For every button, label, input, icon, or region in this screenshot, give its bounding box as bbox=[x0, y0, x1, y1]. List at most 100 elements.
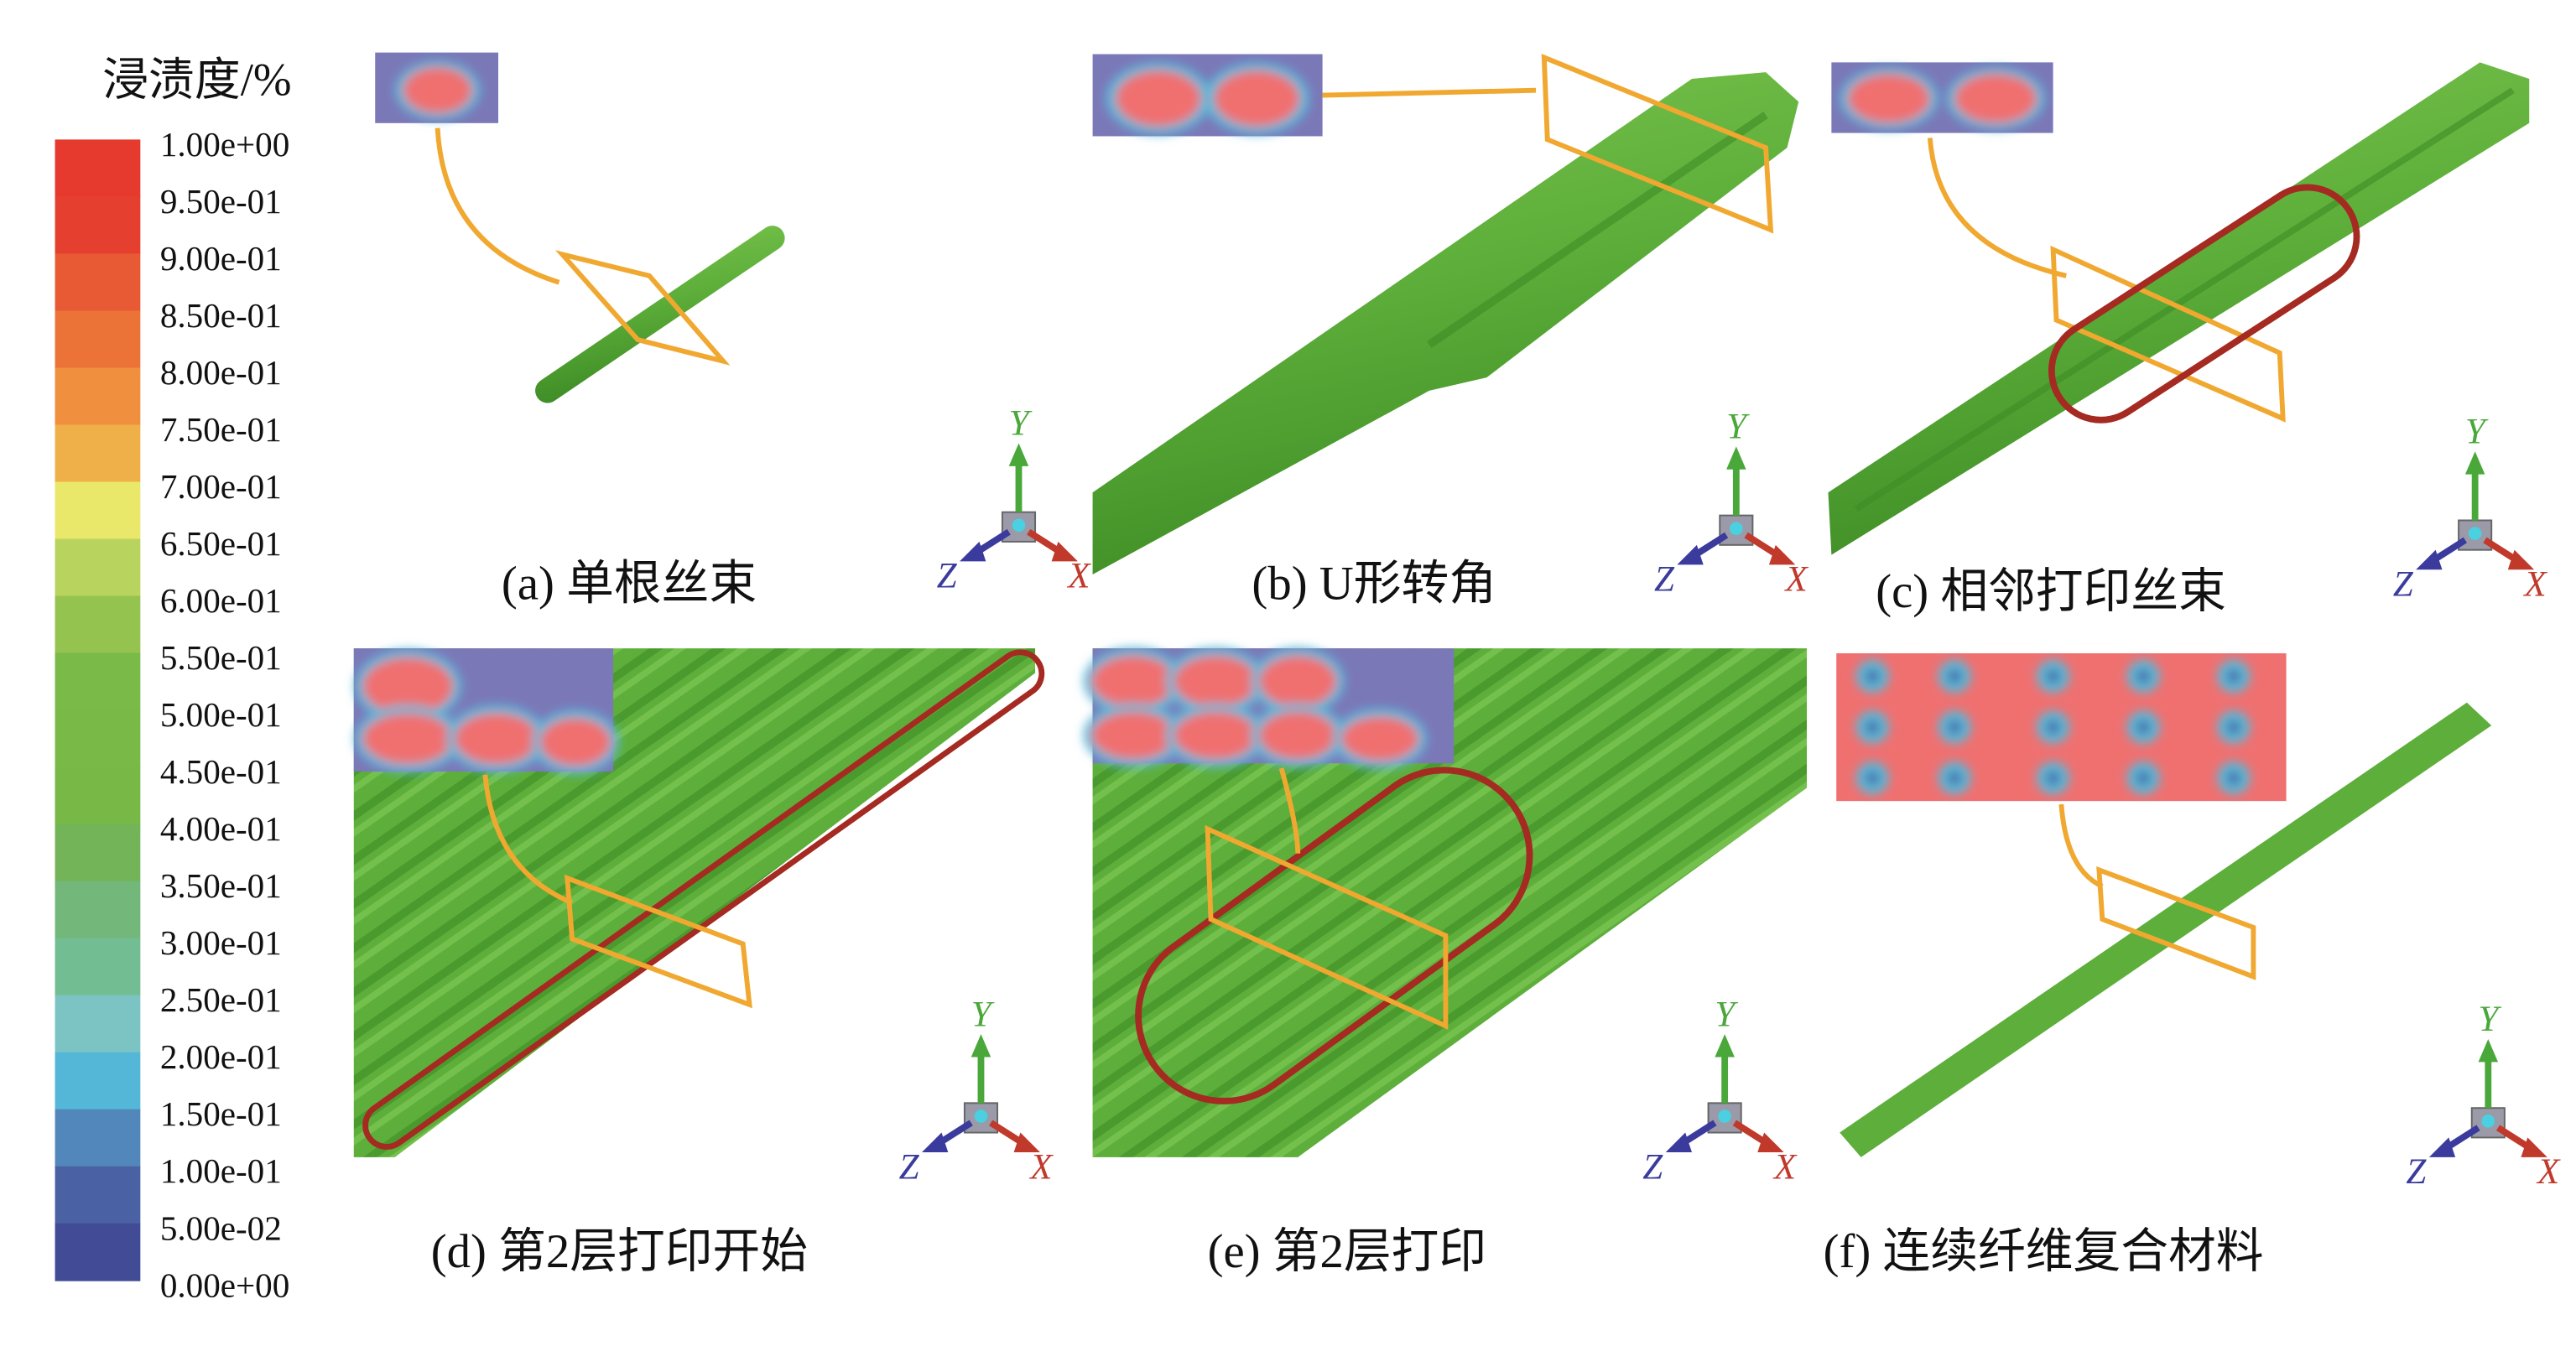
fiber-u-turn bbox=[1092, 72, 1799, 575]
colorbar-band bbox=[55, 995, 141, 1053]
z-axis-label: Z bbox=[937, 557, 958, 596]
colorbar-tick-label: 0.00e+00 bbox=[160, 1265, 289, 1304]
colorbar-tick-label: 4.50e-01 bbox=[160, 752, 282, 791]
y-axis-label: Y bbox=[1009, 404, 1033, 444]
y-axis-label: Y bbox=[2465, 412, 2489, 451]
fiber-tow bbox=[535, 226, 785, 403]
colorbar-band bbox=[55, 767, 141, 825]
x-axis-label: X bbox=[2536, 1152, 2561, 1192]
axis-triad: Y X Z bbox=[899, 995, 1054, 1187]
colorbar-tick-label: 3.50e-01 bbox=[160, 866, 282, 905]
axis-triad: Y X Z bbox=[1642, 995, 1798, 1187]
x-axis-label: X bbox=[1772, 1147, 1798, 1187]
highlight-outline bbox=[362, 649, 1045, 1150]
highlight-outline bbox=[1135, 767, 1533, 1104]
colorbar-band bbox=[55, 253, 141, 312]
colorbar-ticks: 1.00e+00 9.50e-01 9.00e-01 8.50e-01 8.00e-01… bbox=[160, 125, 289, 1304]
legend-title: 浸渍度/% bbox=[102, 55, 291, 106]
panel-a: (a) 单根丝束 bbox=[375, 52, 785, 610]
arrow bbox=[1322, 87, 1537, 98]
arrow bbox=[1927, 138, 2067, 278]
panel-d: (d) 第2层打印开始 bbox=[353, 648, 1045, 1278]
arrow bbox=[435, 127, 560, 285]
y-axis-label: Y bbox=[1715, 995, 1738, 1034]
colorbar-tick-label: 9.50e-01 bbox=[160, 182, 282, 221]
z-axis-label: Z bbox=[2393, 565, 2414, 605]
second-layer bbox=[1092, 648, 1808, 1157]
colorbar-tick-label: 1.50e-01 bbox=[160, 1094, 282, 1133]
arrow bbox=[1278, 767, 1301, 854]
x-axis-label: X bbox=[1028, 1147, 1054, 1187]
x-axis-label: X bbox=[1066, 557, 1091, 596]
panel-label: (d) 第2层打印开始 bbox=[431, 1225, 808, 1278]
axis-triad: Y X Z bbox=[937, 404, 1092, 596]
colorbar-band bbox=[55, 1223, 141, 1281]
cross-section-inset bbox=[1092, 54, 1323, 137]
colorbar-band bbox=[55, 1109, 141, 1167]
colorbar bbox=[55, 139, 141, 1281]
colorbar-band bbox=[55, 881, 141, 939]
colorbar-tick-label: 8.50e-01 bbox=[160, 296, 282, 335]
colorbar-tick-label: 7.50e-01 bbox=[160, 410, 282, 449]
panel-label: (e) 第2层打印 bbox=[1208, 1225, 1487, 1278]
colorbar-tick-label: 9.00e-01 bbox=[160, 239, 282, 278]
section-plane bbox=[1541, 54, 1774, 234]
colorbar-band bbox=[55, 424, 141, 483]
colorbar-band bbox=[55, 538, 141, 597]
colorbar-band bbox=[55, 481, 141, 540]
axis-triad: Y X Z bbox=[2406, 1000, 2561, 1192]
cross-section-inset bbox=[1083, 647, 1455, 770]
panel-c: (c) 相邻打印丝束 bbox=[1828, 62, 2530, 618]
colorbar-band bbox=[55, 196, 141, 255]
colorbar-tick-label: 3.00e-01 bbox=[160, 923, 282, 962]
colorbar-tick-label: 6.50e-01 bbox=[160, 524, 282, 563]
colorbar-band bbox=[55, 709, 141, 768]
colorbar-band bbox=[55, 367, 141, 426]
colorbar-tick-label: 4.00e-01 bbox=[160, 809, 282, 848]
colorbar-tick-label: 5.00e-01 bbox=[160, 695, 282, 734]
arrow bbox=[2058, 803, 2104, 889]
z-axis-label: Z bbox=[899, 1147, 920, 1187]
colorbar-tick-label: 5.00e-02 bbox=[160, 1208, 282, 1247]
colorbar-tick-label: 6.00e-01 bbox=[160, 581, 282, 620]
section-plane bbox=[1205, 824, 1449, 1030]
arrow bbox=[482, 774, 574, 906]
colorbar-tick-label: 2.00e-01 bbox=[160, 1037, 282, 1076]
highlight-outline bbox=[2048, 184, 2360, 424]
colorbar-tick-label: 1.00e+00 bbox=[160, 125, 289, 164]
y-axis-label: Y bbox=[2479, 1000, 2502, 1039]
x-axis-label: X bbox=[2522, 565, 2547, 605]
y-axis-label: Y bbox=[971, 995, 995, 1034]
cross-section-inset bbox=[1836, 653, 2287, 802]
z-axis-label: Z bbox=[2406, 1152, 2427, 1192]
colorbar-tick-label: 1.00e-01 bbox=[160, 1151, 282, 1190]
colorbar-tick-label: 8.00e-01 bbox=[160, 353, 282, 392]
cross-section-inset bbox=[375, 52, 499, 123]
panel-b: (b) U形转角 bbox=[1092, 54, 1799, 610]
colorbar-band bbox=[55, 1052, 141, 1110]
cross-section-inset bbox=[353, 648, 619, 774]
y-axis-label: Y bbox=[1726, 408, 1750, 447]
section-plane bbox=[2096, 866, 2256, 980]
colorbar-tick-label: 7.00e-01 bbox=[160, 467, 282, 506]
colorbar-band bbox=[55, 139, 141, 198]
panel-label: (b) U形转角 bbox=[1252, 557, 1496, 610]
panel-label: (c) 相邻打印丝束 bbox=[1876, 565, 2226, 618]
first-layer bbox=[353, 648, 1036, 1157]
colorbar-band bbox=[55, 1166, 141, 1224]
axis-triad: YXZ bbox=[1654, 408, 1809, 600]
colorbar-tick-label: 5.50e-01 bbox=[160, 638, 282, 677]
panel-label: (f) 连续纤维复合材料 bbox=[1824, 1225, 2264, 1278]
colorbar-band bbox=[55, 595, 141, 654]
colorbar-band bbox=[55, 824, 141, 882]
colorbar-band bbox=[55, 652, 141, 711]
panel-e: (e) 第2层打印 bbox=[1083, 647, 1808, 1278]
colorbar-band bbox=[55, 310, 141, 369]
panel-label: (a) 单根丝束 bbox=[502, 557, 757, 610]
axis-triad: Y X Z bbox=[2393, 412, 2548, 604]
z-axis-label: Z bbox=[1642, 1147, 1663, 1187]
section-plane bbox=[554, 250, 731, 366]
panel-f: (f) 连续纤维复合材料 bbox=[1824, 653, 2492, 1278]
x-axis-label: X bbox=[1784, 560, 1809, 600]
